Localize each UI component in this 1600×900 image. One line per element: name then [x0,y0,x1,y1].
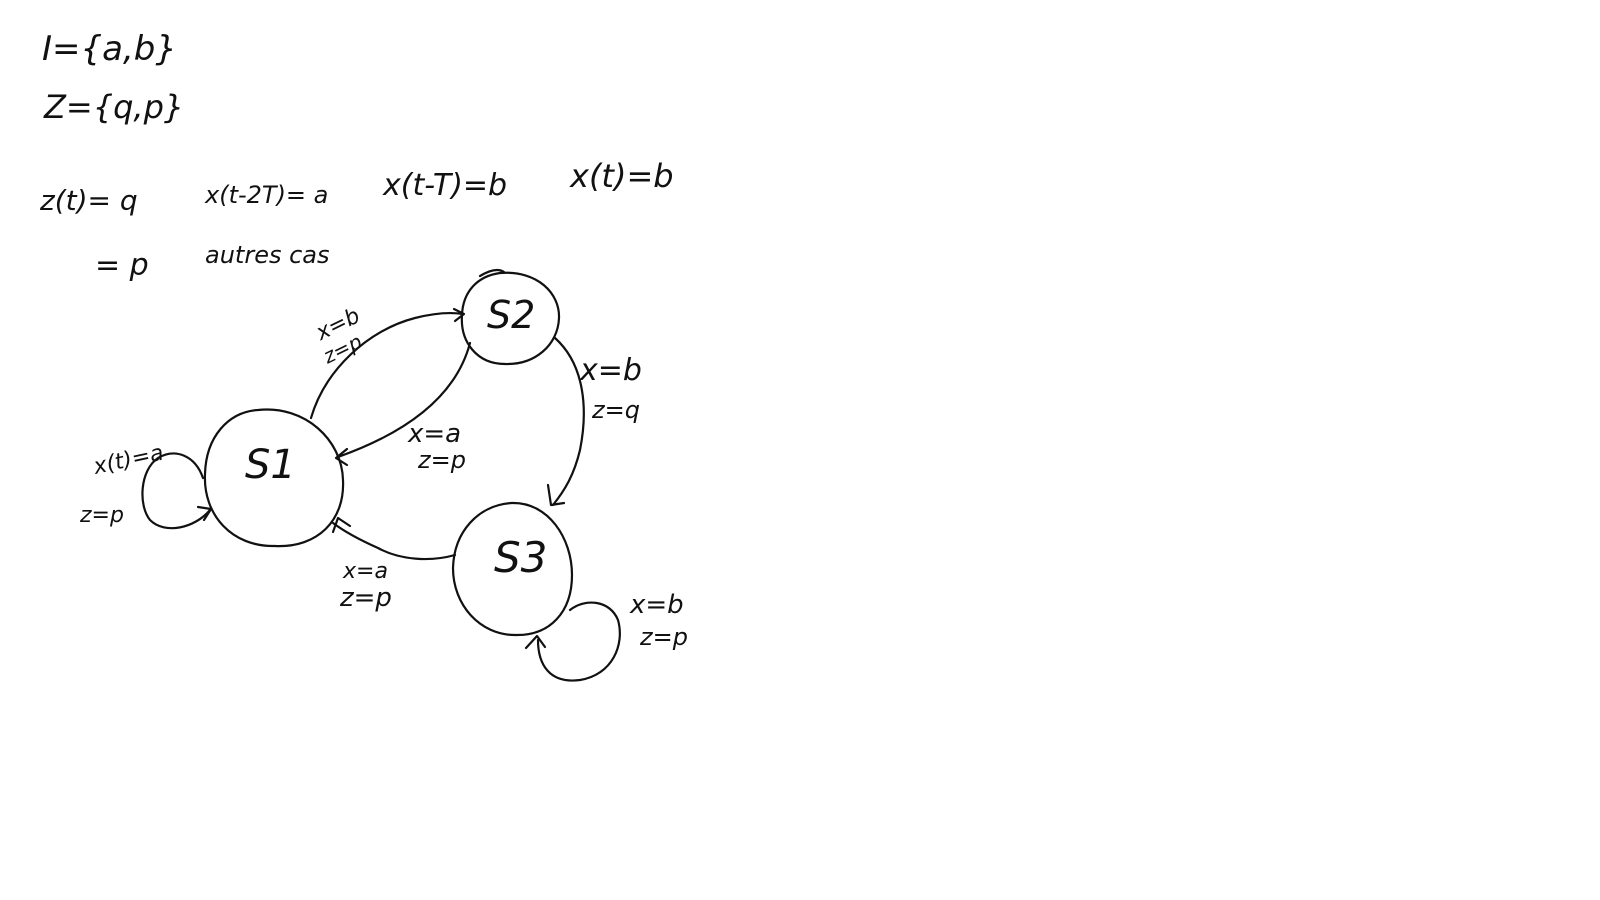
transition-s1-self-loop-output: z=p [79,503,124,528]
transition-s3-to-s1-output: z=p [339,583,392,613]
transition-s1-self-loop [141,452,212,530]
state-s1-circle [203,408,345,548]
transition-s2-to-s3-input: x=b [579,353,642,388]
output-condition-t-minus-t: x(t-T)=b [382,168,507,203]
output-condition-t: x(t)=b [569,157,674,195]
output-function-lhs-p: = p [95,248,149,283]
transition-s2-to-s1-arc [336,341,472,459]
state-s1-label: S1 [245,442,296,488]
input-set-definition: I={a,b} [42,29,177,69]
transition-s2-to-s3-arc [551,336,585,507]
state-s3-circle [451,501,574,637]
transition-s1-self-loop-input: x(t)=a [90,441,165,480]
transition-s2-to-s3-arrowhead [546,483,566,507]
transition-s3-to-s1-arc [331,521,457,561]
output-function-lhs-q: z(t)= q [39,184,138,217]
output-condition-t-minus-2t: x(t-2T)= a [204,181,328,209]
transition-s1-to-s2-arrowhead [452,307,466,323]
transition-s3-to-s1-arrowhead [331,516,352,534]
output-set-definition: Z={q,p} [43,88,184,126]
transition-s2-to-s1-output: z=p [417,446,466,474]
transition-s2-to-s3-output: z=q [591,396,640,424]
state-s3-label: S3 [494,533,547,582]
transition-s1-self-loop-arrowhead [196,505,213,522]
transition-s3-self-loop-output: z=p [639,623,688,651]
transition-s1-to-s2-arc [309,311,465,420]
transition-s3-self-loop-input: x=b [629,590,684,620]
state-s2-label: S2 [487,293,535,337]
state-s2-circle [460,271,561,366]
transition-s2-to-s1-input: x=a [407,419,461,449]
transition-s3-self-loop-arrowhead [524,634,547,650]
output-otherwise-label: autres cas [205,241,330,269]
state-s2-circle-overlap-stroke [478,268,506,278]
transition-s2-to-s1-arrowhead [334,447,349,467]
transition-s3-self-loop [536,601,621,682]
transition-s3-to-s1-input: x=a [342,559,388,584]
